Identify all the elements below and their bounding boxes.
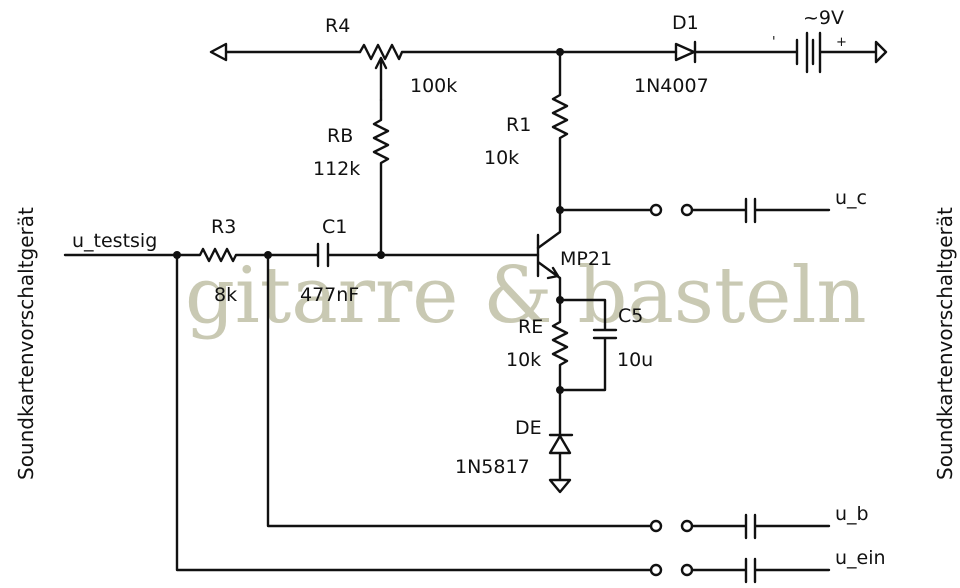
rb-label: RB bbox=[327, 125, 353, 147]
signal-uc-label: u_c bbox=[835, 187, 867, 209]
c5-label: C5 bbox=[618, 305, 643, 327]
r4-value: 100k bbox=[410, 75, 457, 97]
battery-minus: ' bbox=[772, 35, 776, 50]
r3-label: R3 bbox=[211, 216, 236, 238]
battery-plus: + bbox=[836, 35, 847, 50]
uc-terminal-a[interactable] bbox=[649, 203, 663, 217]
r1-resistor bbox=[536, 50, 569, 250]
re-label: RE bbox=[518, 316, 543, 338]
c5-capacitor bbox=[558, 298, 618, 392]
c1-label: C1 bbox=[322, 216, 347, 238]
uein-terminal-b[interactable] bbox=[680, 563, 694, 577]
signal-uein-label: u_ein bbox=[835, 547, 886, 569]
ub-terminal-a[interactable] bbox=[649, 519, 663, 533]
ub-capacitor bbox=[690, 513, 831, 540]
de-diode-ground bbox=[548, 388, 574, 494]
uc-terminal-b[interactable] bbox=[680, 203, 694, 217]
c5-value: 10u bbox=[617, 349, 653, 371]
re-value: 10k bbox=[506, 349, 541, 371]
rb-resistor bbox=[372, 98, 390, 257]
re-resistor bbox=[551, 298, 569, 392]
battery-voltage: ~9V bbox=[803, 7, 844, 29]
transistor-label: MP21 bbox=[560, 248, 612, 270]
ub-terminal-b[interactable] bbox=[680, 519, 694, 533]
r4-label: R4 bbox=[325, 15, 350, 37]
top-rail bbox=[209, 31, 888, 102]
input-line bbox=[63, 242, 540, 268]
left-side-label: Soundkartenvorschaltgerät bbox=[14, 207, 38, 480]
r1-label: R1 bbox=[506, 114, 531, 136]
rb-value: 112k bbox=[313, 158, 360, 180]
signal-input-label: u_testsig bbox=[72, 230, 157, 252]
d1-value: 1N4007 bbox=[634, 75, 709, 97]
uein-terminal-a[interactable] bbox=[649, 563, 663, 577]
d1-label: D1 bbox=[672, 12, 699, 34]
uein-capacitor bbox=[690, 557, 831, 584]
de-value: 1N5817 bbox=[455, 456, 530, 478]
battery-symbol bbox=[693, 31, 888, 74]
uein-line bbox=[175, 253, 652, 572]
r1-value: 10k bbox=[484, 147, 519, 169]
ub-line bbox=[266, 253, 652, 528]
uc-capacitor bbox=[690, 197, 831, 224]
r4-wiper bbox=[374, 56, 388, 102]
c1-value: 477nF bbox=[300, 284, 359, 306]
watermark: gitarre & basteln bbox=[185, 251, 867, 341]
right-side-label: Soundkartenvorschaltgerät bbox=[933, 207, 957, 480]
signal-ub-label: u_b bbox=[835, 503, 869, 525]
r3-value: 8k bbox=[214, 284, 237, 306]
de-label: DE bbox=[515, 417, 542, 439]
d1-diode-symbol bbox=[674, 40, 697, 64]
